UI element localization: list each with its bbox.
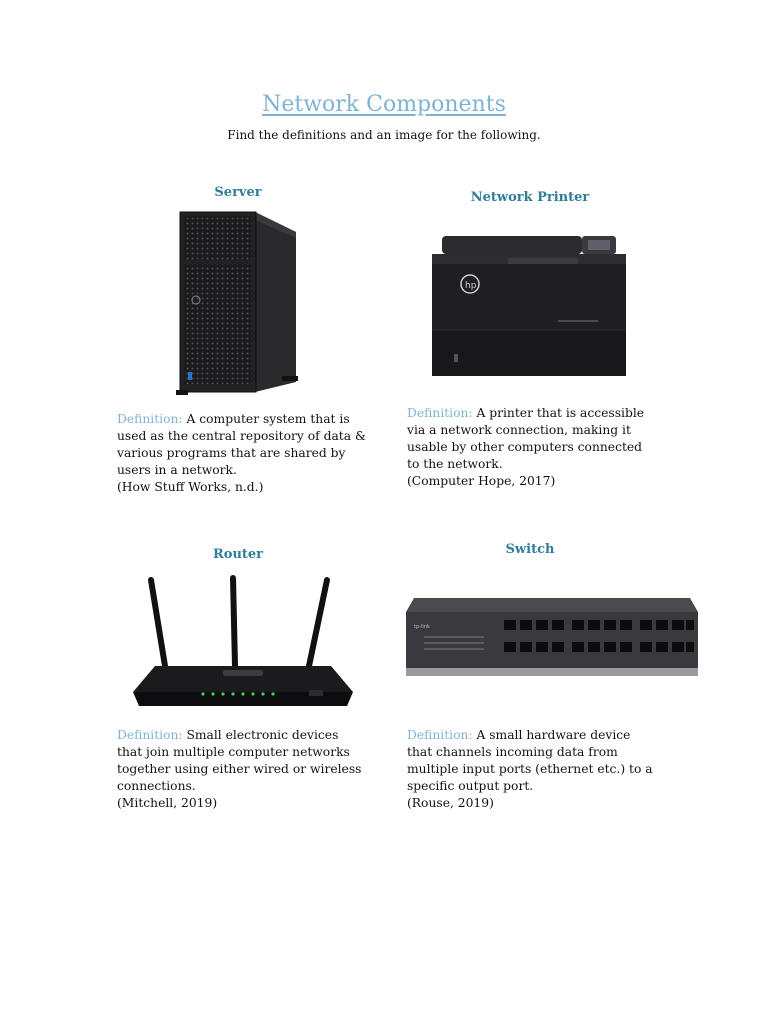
svg-text:tp-link: tp-link [414, 624, 430, 630]
heading-server: Server [214, 185, 262, 200]
definition-switch: Definition: A small hardware device that… [407, 727, 657, 812]
definition-text: A small hardware device that channels in… [407, 728, 653, 793]
definition-label: Definition: [407, 728, 473, 742]
page-title: Network Components [262, 92, 506, 117]
page-subtitle: Find the definitions and an image for th… [227, 128, 541, 142]
heading-router: Router [212, 547, 264, 562]
definition-text: A printer that is accessible via a netwo… [407, 406, 645, 471]
definition-label: Definition: [117, 728, 183, 742]
svg-text:hp: hp [465, 281, 477, 291]
definition-label: Definition: [407, 406, 473, 420]
server-tower-image [170, 206, 310, 400]
definition-label: Definition: [117, 412, 183, 426]
heading-network-printer: Network Printer [470, 190, 590, 205]
network-switch-image: tp-link [400, 590, 700, 686]
definition-text: Small electronic devices that join multi… [117, 728, 362, 793]
definition-network-printer: Definition: A printer that is accessible… [407, 405, 657, 490]
network-printer-image: hp [428, 230, 632, 384]
wireless-router-image [125, 572, 361, 720]
citation: (Computer Hope, 2017) [407, 474, 556, 488]
definition-server: Definition: A computer system that is us… [117, 411, 367, 496]
citation: (How Stuff Works, n.d.) [117, 480, 264, 494]
definition-text: A computer system that is used as the ce… [117, 412, 366, 477]
citation: (Rouse, 2019) [407, 796, 494, 810]
citation: (Mitchell, 2019) [117, 796, 218, 810]
heading-switch: Switch [505, 542, 555, 557]
definition-router: Definition: Small electronic devices tha… [117, 727, 367, 812]
